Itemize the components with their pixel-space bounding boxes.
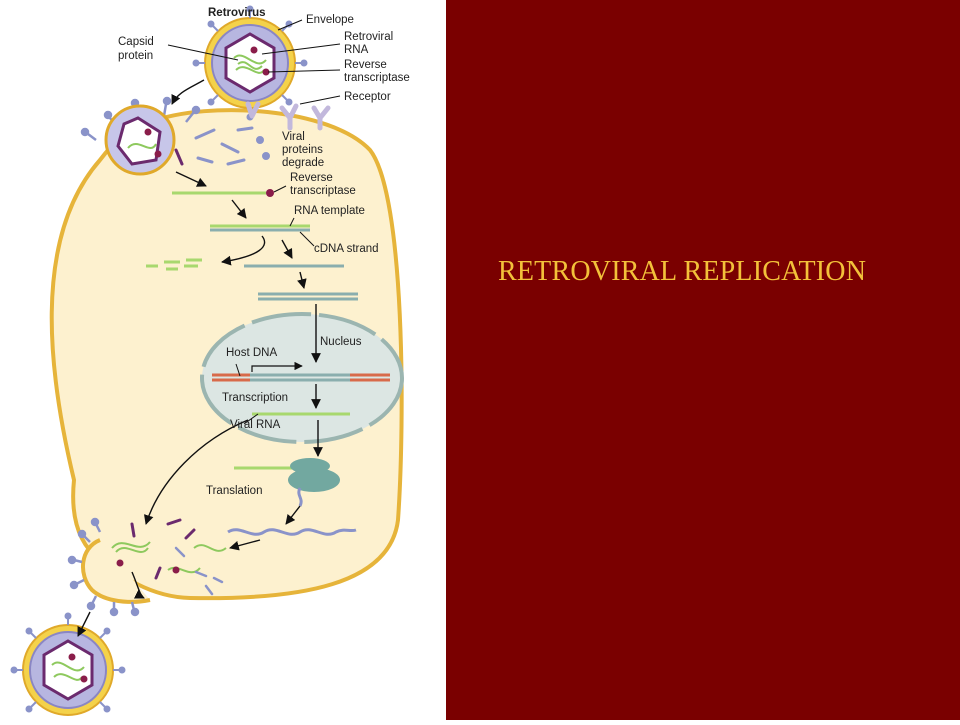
label-capsid-protein-2: protein — [118, 50, 153, 62]
fusing-virion — [104, 104, 176, 176]
leader-lines — [167, 19, 341, 425]
flow-arrows — [77, 79, 323, 637]
degrading-proteins — [174, 126, 270, 166]
budding-membrane — [80, 538, 151, 604]
label-rna-template: RNA template — [294, 205, 365, 217]
rna-fragments — [146, 258, 202, 271]
label-retrovirus: Retrovirus — [208, 7, 266, 19]
reverse-transcriptase-dot — [266, 189, 274, 197]
label-envelope: Envelope — [306, 14, 354, 26]
label-translation: Translation — [206, 485, 262, 497]
protein-chain — [227, 528, 357, 536]
label-retroviral-rna-2: RNA — [344, 44, 369, 56]
budding-spikes — [67, 517, 140, 617]
label-reverse-transcriptase-2: transcriptase — [290, 185, 356, 197]
label-nucleus: Nucleus — [320, 336, 362, 348]
retrovirus-particle-bottom — [10, 612, 126, 716]
label-transcription: Transcription — [222, 392, 288, 404]
label-capsid-protein-1: Capsid — [118, 36, 154, 48]
nucleus — [200, 312, 404, 444]
label-cdna-strand: cDNA strand — [314, 243, 379, 255]
promoter-arrow — [251, 361, 303, 372]
label-viral-proteins-2: proteins — [282, 144, 323, 156]
label-receptor: Receptor — [344, 91, 391, 103]
label-viral-proteins-1: Viral — [282, 131, 305, 143]
label-host-dna: Host DNA — [226, 347, 277, 359]
retrovirus-particle-top — [192, 5, 308, 121]
diagram-svg: Retrovirus Envelope Capsid protein Retro… — [10, 5, 410, 716]
label-reverse-transcriptase-top-2: transcriptase — [344, 72, 410, 84]
label-viral-proteins-3: degrade — [282, 157, 324, 169]
label-reverse-transcriptase-top-1: Reverse — [344, 59, 387, 71]
label-retroviral-rna-1: Retroviral — [344, 31, 393, 43]
receptors — [245, 101, 331, 131]
assembling-virions — [111, 518, 227, 596]
ribosome — [288, 458, 340, 507]
label-viral-rna: Viral RNA — [230, 419, 281, 431]
label-reverse-transcriptase-1: Reverse — [290, 172, 333, 184]
title-panel: RETROVIRAL REPLICATION — [446, 0, 960, 720]
retrovirus-replication-diagram: Retrovirus Envelope Capsid protein Retro… — [0, 0, 446, 720]
slide-title: RETROVIRAL REPLICATION — [498, 256, 867, 287]
